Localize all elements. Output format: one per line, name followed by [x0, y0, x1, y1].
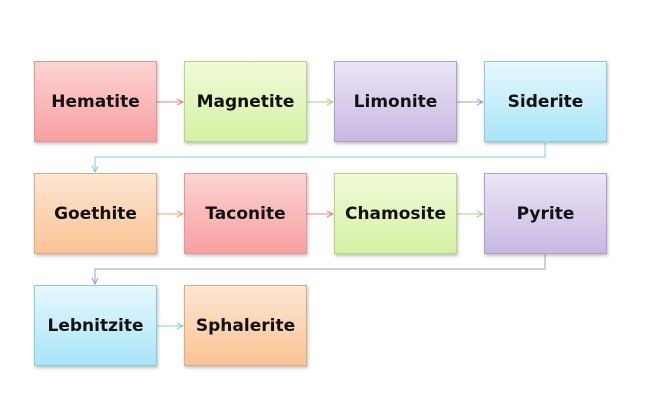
node-limonite: Limonite [334, 61, 457, 142]
node-magnetite: Magnetite [184, 61, 307, 142]
node-pyrite: Pyrite [484, 173, 607, 254]
arrow-siderite-goethite [95, 143, 546, 172]
node-goethite: Goethite [34, 173, 157, 254]
node-lebnitzite: Lebnitzite [34, 285, 157, 366]
node-taconite: Taconite [184, 173, 307, 254]
arrow-pyrite-lebnitzite [95, 255, 546, 284]
node-siderite: Siderite [484, 61, 607, 142]
node-chamosite: Chamosite [334, 173, 457, 254]
node-sphalerite: Sphalerite [184, 285, 307, 366]
node-hematite: Hematite [34, 61, 157, 142]
